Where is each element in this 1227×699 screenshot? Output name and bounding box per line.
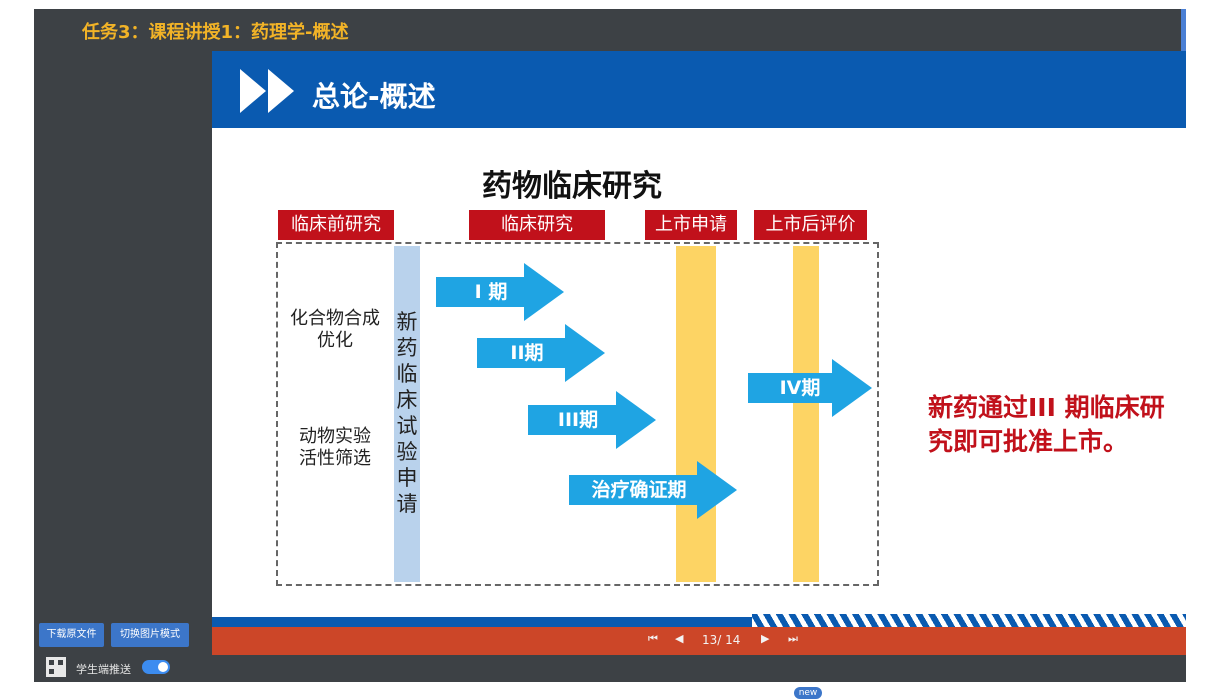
page-indicator: 13/ 14 — [702, 633, 741, 647]
toggle-knob — [158, 662, 168, 672]
page-title: 任务3：课程讲授1：药理学-概述 — [82, 22, 349, 43]
chevron-right-icon — [268, 69, 294, 113]
approval-note: 新药通过III 期临床研究即可批准上市。 — [928, 393, 1165, 456]
postmarket-bar — [793, 246, 819, 582]
preclinical-text-screening: 动物实验 活性筛选 — [299, 426, 371, 469]
first-page-icon[interactable]: ⏮ — [648, 632, 658, 645]
phase4-label: IV期 — [779, 377, 821, 399]
phase1-label: I 期 — [474, 281, 508, 303]
phase-label-submission: 上市申请 — [645, 210, 737, 240]
slide-canvas: 总论-概述 药物临床研究 临床前研究 临床研究 上市申请 上市后评价 新药临床试… — [212, 51, 1186, 627]
timeline-box — [276, 242, 879, 586]
slide-section-title: 总论-概述 — [312, 80, 436, 113]
next-page-icon[interactable]: ▶ — [761, 632, 770, 645]
phase-label-clinical: 临床研究 — [469, 210, 605, 240]
slide-main-title: 药物临床研究 — [482, 169, 662, 204]
phase-label-postmarket: 上市后评价 — [754, 210, 867, 240]
chevron-right-icon — [240, 69, 266, 113]
submission-bar — [676, 246, 716, 582]
download-original-button[interactable]: 下载原文件 — [39, 623, 104, 647]
phase2-label: II期 — [510, 342, 544, 364]
student-push-toggle[interactable] — [142, 660, 170, 674]
slide-footer-stripes — [752, 614, 1186, 627]
phase-label-preclinical: 临床前研究 — [278, 210, 394, 240]
title-bar: 任务3：课程讲授1：药理学-概述 — [34, 9, 1186, 59]
slide-pager: ⏮ ◀ 13/ 14 ▶ ⏭ — [212, 627, 1186, 655]
student-push-label: 学生端推送 — [76, 663, 131, 676]
slide-header: 总论-概述 — [212, 51, 1186, 128]
ind-application-bar — [394, 246, 420, 582]
prev-page-icon[interactable]: ◀ — [675, 632, 684, 645]
new-badge: new — [794, 687, 822, 699]
preclinical-text-synthesis: 化合物合成 优化 — [290, 308, 380, 351]
slide-footer-band — [212, 617, 1186, 627]
last-page-icon[interactable]: ⏭ — [788, 632, 798, 645]
confirmatory-label: 治疗确证期 — [591, 479, 687, 501]
viewer-frame: 任务3：课程讲授1：药理学-概述 总论-概述 药物临床研究 临床前研究 临床研究… — [34, 9, 1186, 682]
scrollbar[interactable] — [1181, 9, 1186, 59]
switch-image-mode-button[interactable]: 切换图片模式 — [111, 623, 189, 647]
ind-application-text: 新药临床试验申请 — [396, 310, 418, 516]
qr-code-icon[interactable] — [46, 657, 66, 677]
phase3-label: III期 — [557, 409, 599, 431]
